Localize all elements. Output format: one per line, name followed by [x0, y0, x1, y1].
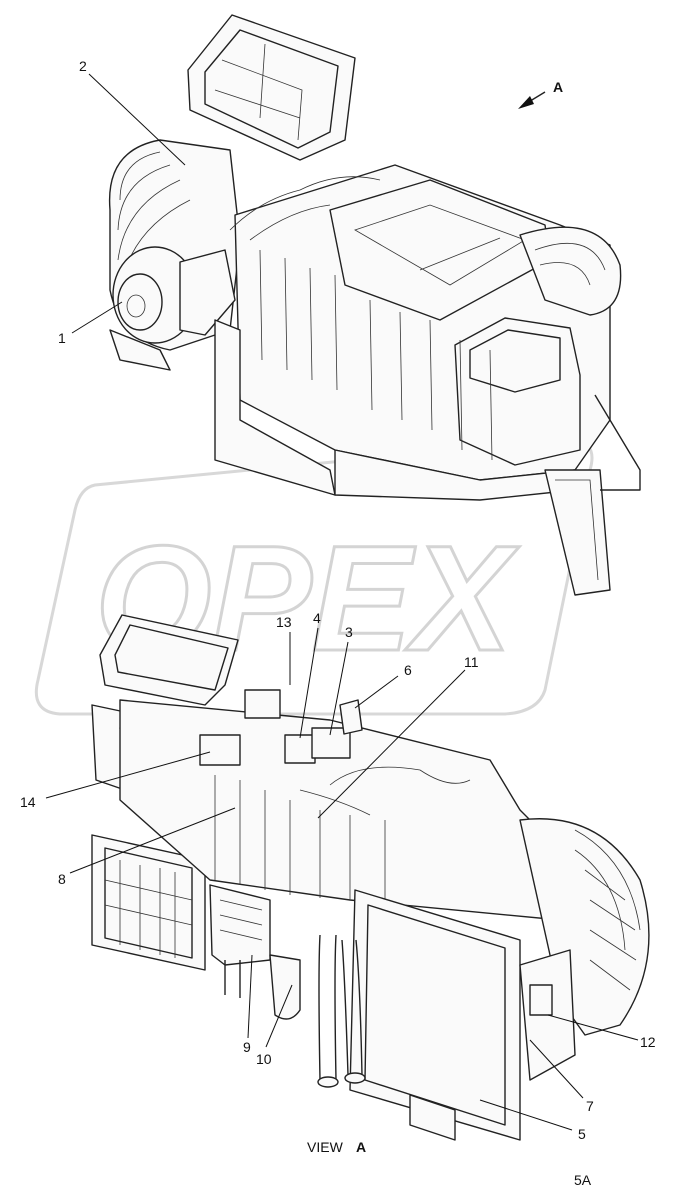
- view-caption: VIEW A: [307, 1139, 366, 1155]
- view-caption-prefix: VIEW: [307, 1139, 344, 1155]
- callout-13: 13: [276, 614, 292, 630]
- callout-5: 5: [578, 1126, 586, 1142]
- callout-7: 7: [586, 1098, 594, 1114]
- callout-2: 2: [79, 58, 87, 74]
- callout-8: 8: [58, 871, 66, 887]
- bottom-hvac-assembly: [91, 614, 650, 1141]
- view-arrow-letter: A: [553, 79, 563, 95]
- view-direction-marker: A: [518, 79, 563, 109]
- view-caption-letter: A: [356, 1139, 366, 1155]
- callout-12: 12: [640, 1034, 656, 1050]
- top-hvac-assembly: [108, 14, 641, 596]
- callout-3: 3: [345, 624, 353, 640]
- bottom-callouts: 13 4 3 6 11 14 8 9 10 12 7 5: [20, 610, 656, 1142]
- callout-9: 9: [243, 1039, 251, 1055]
- view-arrow-head-icon: [518, 96, 534, 109]
- callout-4: 4: [313, 610, 321, 626]
- callout-11: 11: [464, 654, 479, 670]
- sheet-code: 5A: [574, 1172, 592, 1188]
- callout-1: 1: [58, 330, 66, 346]
- callout-6: 6: [404, 662, 412, 678]
- callout-14: 14: [20, 794, 36, 810]
- callout-10: 10: [256, 1051, 272, 1067]
- top-callouts: 2 1: [58, 58, 186, 346]
